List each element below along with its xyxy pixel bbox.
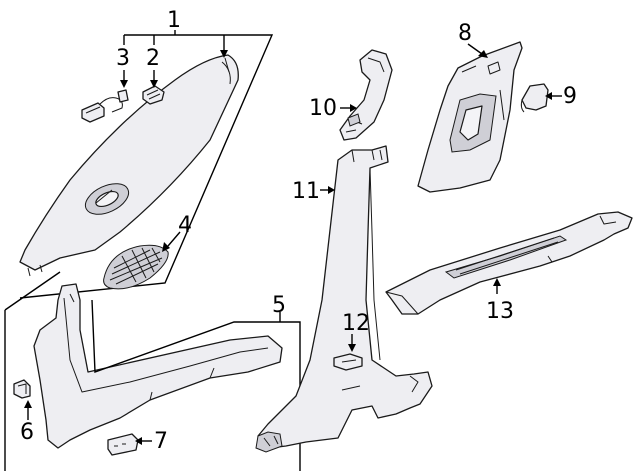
clip-part-6: [13, 379, 31, 399]
callout-7-leader: [135, 437, 152, 445]
callout-8: 8: [458, 21, 472, 46]
sill-plate-part-13: [385, 211, 633, 315]
callout-12: 12: [342, 311, 370, 336]
quarter-trim-part-8: [417, 41, 523, 193]
callout-8-leader: [467, 43, 488, 58]
callout-5: 5: [272, 293, 286, 318]
sill-trim-part-5: [33, 283, 283, 449]
callout-2-leader: [150, 70, 158, 88]
grille-part-4: [103, 244, 169, 290]
callout-13: 13: [486, 299, 514, 324]
callout-5-bracket: [4, 271, 301, 471]
callout-4-leader: [162, 231, 181, 252]
callout-12-leader: [348, 334, 356, 352]
callout-3-leader: [120, 70, 128, 88]
callout-13-leader: [493, 278, 501, 294]
callout-1: 1: [167, 8, 181, 33]
pillar-trim-part-1: [19, 54, 239, 277]
callout-11-leader: [320, 186, 335, 194]
callout-7: 7: [154, 429, 168, 454]
harness-part-3: [81, 89, 129, 123]
pillar-trim-part-11: [255, 145, 433, 453]
callout-3: 3: [116, 46, 130, 71]
clip-part-12: [333, 353, 363, 371]
callout-1-bracket: [19, 30, 274, 299]
callout-9: 9: [563, 84, 577, 109]
retainer-part-7: [107, 433, 139, 456]
callout-10-leader: [340, 104, 357, 112]
callout-4: 4: [178, 213, 192, 238]
callout-6-leader: [24, 400, 32, 420]
callout-11: 11: [292, 179, 320, 204]
callout-6: 6: [20, 420, 34, 445]
callout-10: 10: [309, 96, 337, 121]
callout-2: 2: [146, 46, 160, 71]
bracket-part-10: [339, 49, 393, 141]
callout-9-leader: [545, 92, 562, 100]
cover-part-9: [520, 83, 549, 113]
